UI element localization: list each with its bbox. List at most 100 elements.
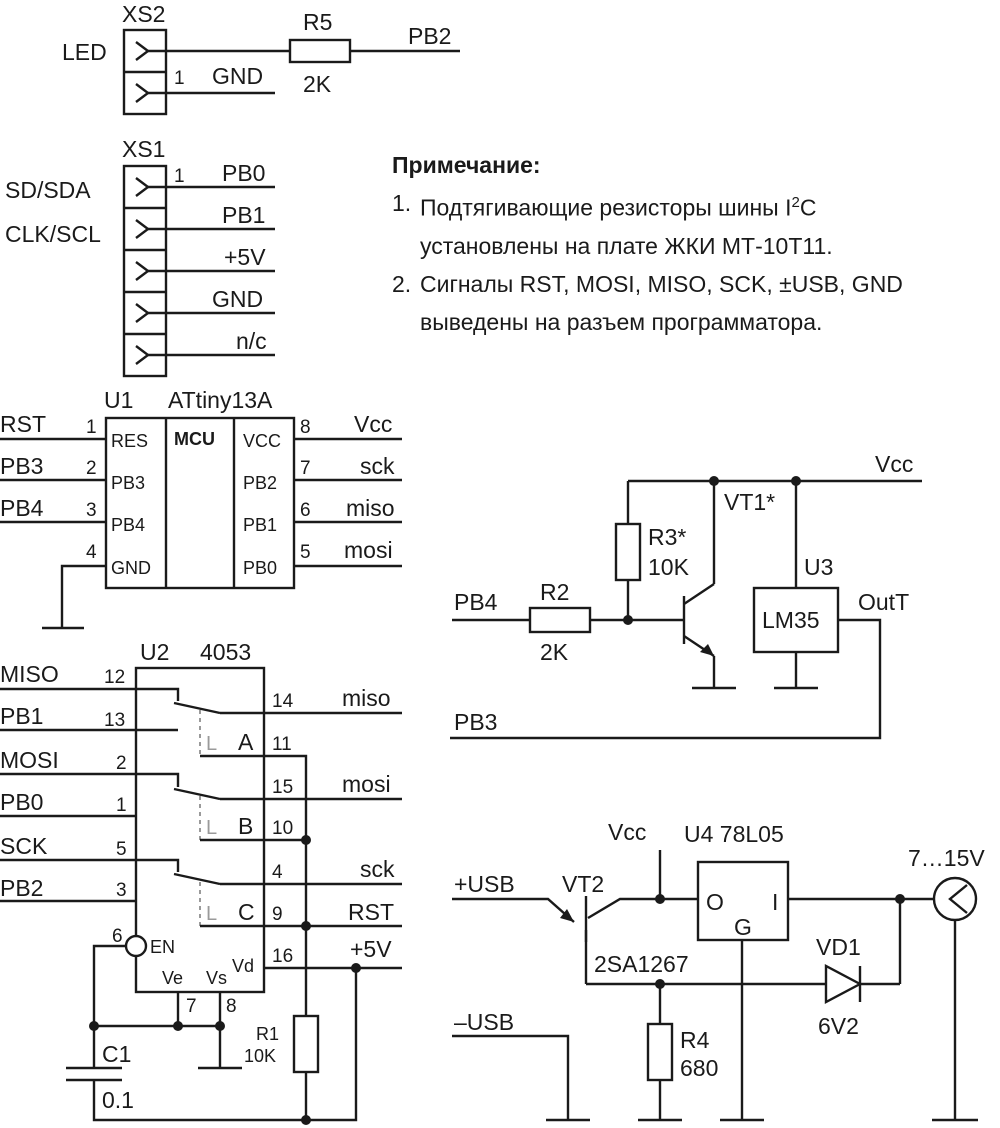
u4-body [696, 860, 790, 942]
r5-ref: R5 [303, 9, 332, 35]
vt1-ref: VT1* [724, 489, 775, 515]
u2-pin4: 4 [272, 862, 283, 883]
c1-ref: C1 [102, 1041, 131, 1067]
r4-value: 680 [680, 1055, 718, 1081]
r1-ref: R1 [256, 1024, 279, 1044]
r2-value: 2K [540, 639, 569, 665]
u2-net-pb0: PB0 [0, 789, 43, 815]
u2-sel-a: A [238, 729, 254, 755]
note-item-2-num: 2. [392, 270, 412, 297]
xs1-clk-label: CLK/SCL [5, 221, 101, 247]
connector-xs2: XS2 LED 1 GND [62, 1, 290, 116]
chip-u1: U1 ATtiny13A MCU RST PB3 PB4 1 2 3 4 RES… [0, 387, 402, 630]
note-item-1-num: 1. [392, 190, 412, 216]
power-vin: 7…15V [908, 845, 985, 871]
u4-pin-i: I [772, 889, 778, 915]
u1-pin-pb2: PB2 [243, 473, 277, 493]
r5-net: PB2 [408, 23, 451, 49]
r1-value: 10K [244, 1046, 276, 1066]
u1-pin-pb0: PB0 [243, 558, 277, 578]
chip-u2: U2 4053 MISO PB1 MOSI PB0 SCK PB2 12 13 … [0, 639, 402, 1125]
u1-part: ATtiny13A [168, 387, 273, 413]
xs1-sd-label: SD/SDA [5, 177, 91, 203]
u2-l-mark-b: L [206, 817, 217, 839]
xs1-net-2: +5V [224, 244, 266, 270]
u2-pin16: 16 [272, 946, 293, 967]
u2-pin9: 9 [272, 904, 283, 925]
usb-plus: +USB [454, 871, 515, 897]
u1-pin3: 3 [86, 500, 97, 521]
u4-pin-o: O [706, 889, 724, 915]
u2-vd: Vd [232, 956, 254, 976]
sensor-vcc: Vcc [875, 451, 913, 477]
note-item-1-line2: установлены на плате ЖКИ МТ-10Т11. [420, 232, 833, 259]
u2-net-pb2: PB2 [0, 875, 43, 901]
u1-body [104, 416, 296, 590]
u2-net-5v-out: +5V [350, 936, 392, 962]
power-vcc: Vcc [608, 819, 646, 845]
u1-pin-vcc: VCC [243, 431, 281, 451]
u2-net-rst-out: RST [348, 899, 394, 925]
u2-ve: Ve [162, 968, 183, 988]
u2-net-miso-out: miso [342, 685, 391, 711]
u1-pin-pb4: PB4 [111, 515, 145, 535]
u2-net-sck: SCK [0, 833, 48, 859]
xs2-led-label: LED [62, 39, 107, 65]
u2-pin15: 15 [272, 777, 293, 798]
note-item-1-end: C [799, 194, 817, 221]
u1-net-pb3: PB3 [0, 453, 43, 479]
resistor-r5: R5 2K PB2 [288, 9, 460, 97]
u2-pin5: 5 [116, 839, 127, 860]
u2-pin10: 10 [272, 818, 293, 839]
xs1-net-4: n/c [236, 328, 267, 354]
vt2-ref: VT2 [562, 871, 604, 897]
vt2-part: 2SA1267 [594, 951, 689, 977]
r3-value: 10K [648, 554, 690, 580]
r4-ref: R4 [680, 1027, 710, 1053]
xs2-gnd-label: GND [212, 63, 263, 89]
xs2-ref: XS2 [122, 1, 165, 27]
r3-ref: R3* [648, 524, 686, 550]
vd1-value: 6V2 [818, 1013, 859, 1039]
u1-pin2: 2 [86, 458, 97, 479]
u2-pin6: 6 [112, 926, 123, 947]
u1-pin5: 5 [300, 542, 311, 563]
u2-ref: U2 [140, 639, 169, 665]
xs1-net-1: PB1 [222, 202, 265, 228]
u2-part: 4053 [200, 639, 251, 665]
xs1-pin1: 1 [174, 166, 185, 187]
note-item-2: 2. Сигналы RST, MOSI, MISO, SCK, ±USB, G… [392, 265, 992, 341]
u2-net-pb1: PB1 [0, 703, 43, 729]
note-block: Примечание: 1. Подтягивающие резисторы ш… [392, 146, 992, 341]
u2-net-sck-out: sck [360, 856, 395, 882]
u2-net-mosi-out: mosi [342, 771, 391, 797]
u2-vs: Vs [206, 968, 227, 988]
u3-part: LM35 [762, 607, 820, 633]
xs1-ref: XS1 [122, 136, 165, 162]
u2-pin8: 8 [226, 996, 237, 1017]
u1-net-mosi: mosi [344, 537, 393, 563]
u4-ref: U4 78L05 [684, 821, 784, 847]
u1-pin-res: RES [111, 431, 148, 451]
u2-pin7: 7 [186, 996, 197, 1017]
note-item-1-text: Подтягивающие резисторы шины I [420, 194, 792, 221]
u1-pin8: 8 [300, 417, 311, 438]
u2-en: EN [150, 937, 175, 957]
u1-pin-gnd: GND [111, 558, 151, 578]
power-jack [932, 876, 978, 922]
usb-minus: –USB [454, 1009, 514, 1035]
c1-value: 0.1 [102, 1087, 134, 1113]
xs1-net-0: PB0 [222, 160, 265, 186]
u1-pin-pb3: PB3 [111, 473, 145, 493]
u2-net-mosi: MOSI [0, 747, 59, 773]
u2-sel-c: C [238, 899, 255, 925]
u2-pin13: 13 [104, 710, 125, 731]
u2-pin11: 11 [272, 734, 292, 755]
u2-pin3: 3 [116, 880, 127, 901]
xs2-pin1: 1 [174, 68, 185, 89]
u1-pin6: 6 [300, 500, 311, 521]
u2-l-mark-a: L [206, 733, 217, 755]
r2-ref: R2 [540, 579, 569, 605]
